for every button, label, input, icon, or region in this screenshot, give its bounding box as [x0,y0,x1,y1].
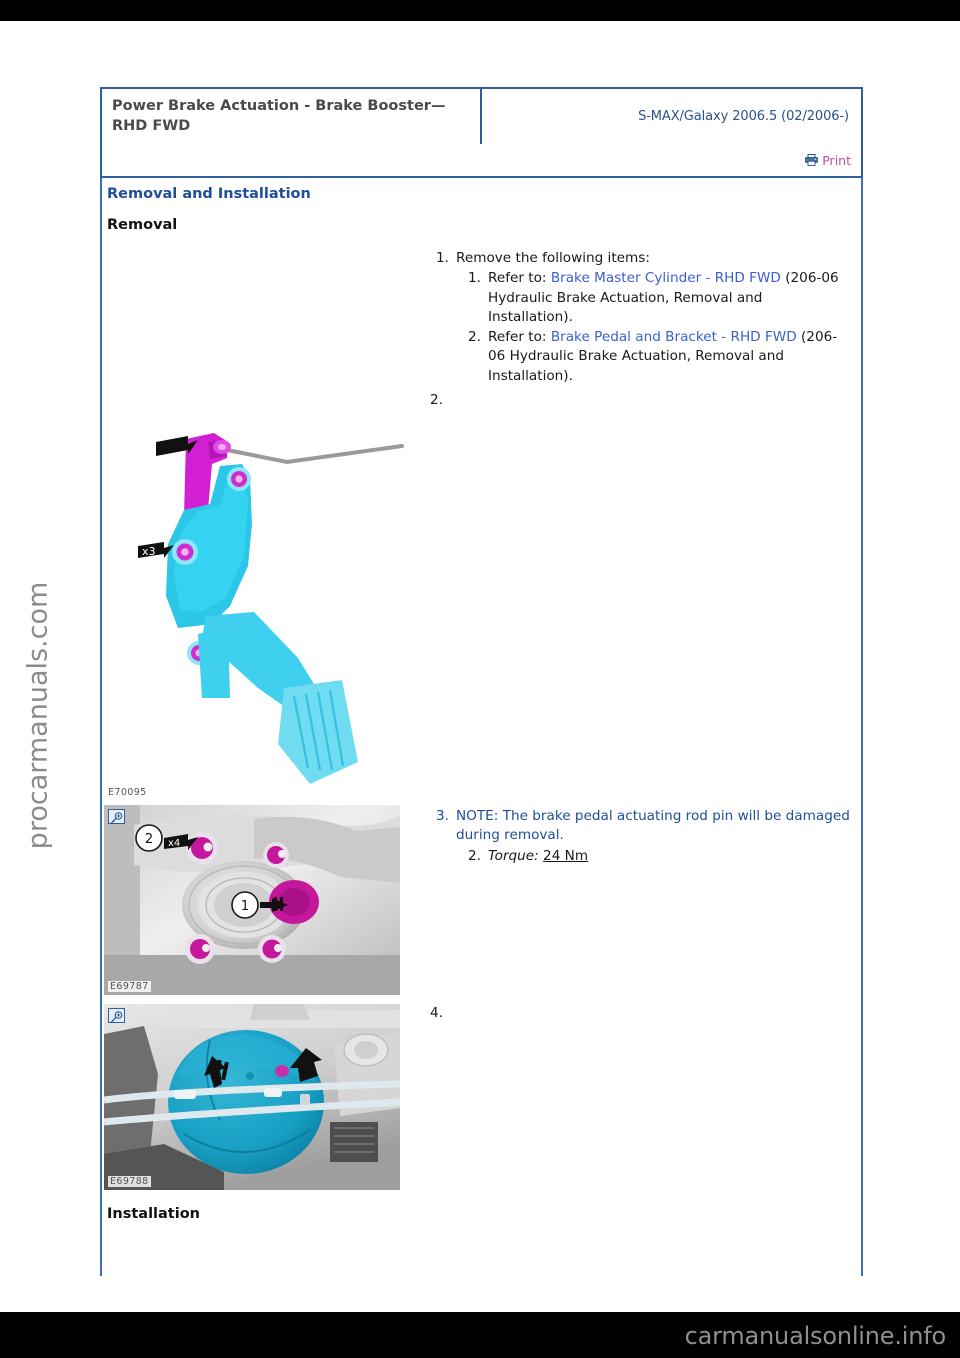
svg-text:x4: x4 [168,838,180,849]
cross-reference-link[interactable]: Brake Pedal and Bracket - RHD FWD [550,329,797,346]
section-heading: Removal and Installation [107,186,311,202]
svg-text:x3: x3 [142,545,156,558]
vehicle-model-label: S-MAX/Galaxy 2006.5 (02/2006-) [638,109,849,125]
top-letterbox-band [0,0,960,21]
refer-to-prefix: Refer to: [488,329,551,346]
substep: 2. Torque: 24 Nm [456,847,850,866]
substep-body: Torque: 24 Nm [488,847,850,866]
procedure-step: 3. NOTE: The brake pedal actuating rod p… [430,807,850,867]
step-text: Remove the following items: [456,250,650,266]
substep-number: 2. [468,847,481,864]
print-label: Print [822,152,851,168]
figure-brake-booster[interactable]: E69788 [103,1004,401,1190]
step-number: 1. [436,250,449,266]
figure-brake-pedal[interactable]: x3 E70095 [102,406,412,801]
substep-number: 1. [468,270,481,287]
step-number: 3. [436,808,449,824]
content-rule-right [861,158,863,1276]
zoom-in-icon[interactable] [108,809,125,824]
substep-list: 2. Torque: 24 Nm [456,847,850,866]
torque-label: Torque: [488,847,539,864]
zoom-in-icon[interactable] [108,1008,125,1023]
substep: 1. Refer to: Brake Master Cylinder - RHD… [456,269,850,327]
step-body: Remove the following items: 1. Refer to:… [456,249,850,387]
refer-to-suffix: (206-06 Hydraulic Brake Actuation, Remov… [488,329,838,384]
torque-value: 24 Nm [543,847,589,864]
substep-body: Refer to: Brake Master Cylinder - RHD FW… [488,269,850,327]
substep-number: 2. [468,329,481,346]
step-body: NOTE: The brake pedal actuating rod pin … [456,807,850,867]
procedure-step-4-number: 4. [430,1005,443,1021]
content-rule-left [100,158,102,1276]
substep: 2. Refer to: Brake Pedal and Bracket - R… [456,328,850,386]
refer-to-suffix: (206-06 Hydraulic Brake Actuation, Remov… [488,270,839,325]
procedure-step-list: 1. Remove the following items: 1. Refer … [430,249,850,389]
figure-caption: E69788 [108,1176,151,1187]
print-toolbar: Print [100,144,863,178]
subheading-installation: Installation [107,1206,200,1222]
note-text: NOTE: The brake pedal actuating rod pin … [456,808,850,844]
figure-caption: E69787 [108,981,151,992]
procedure-step-3: 3. NOTE: The brake pedal actuating rod p… [430,807,850,869]
bottom-letterbox-band [0,1312,960,1358]
cross-reference-link[interactable]: Brake Master Cylinder - RHD FWD [550,270,781,287]
svg-text:2: 2 [145,832,153,847]
substep-body: Refer to: Brake Pedal and Bracket - RHD … [488,328,850,386]
printer-icon [805,154,819,166]
print-button[interactable]: Print [805,153,851,168]
procedure-step-2-number: 2. [430,392,443,408]
document-page: Power Brake Actuation - Brake Booster—RH… [0,21,960,1312]
substep-list: 1. Refer to: Brake Master Cylinder - RHD… [456,269,850,386]
figure-bulkhead-studs[interactable]: 1 2 x4 E69787 [104,805,400,995]
bottom-watermark: carmanualsonline.info [684,1322,947,1350]
svg-text:1: 1 [241,899,249,914]
page-title: Power Brake Actuation - Brake Booster—RH… [102,89,482,145]
document-header-table: Power Brake Actuation - Brake Booster—RH… [100,87,863,147]
side-watermark: procarmanuals.com [22,581,54,850]
refer-to-prefix: Refer to: [488,270,551,287]
figure-caption: E70095 [106,787,149,798]
subheading-removal: Removal [107,217,178,233]
procedure-step: 1. Remove the following items: 1. Refer … [430,249,850,387]
